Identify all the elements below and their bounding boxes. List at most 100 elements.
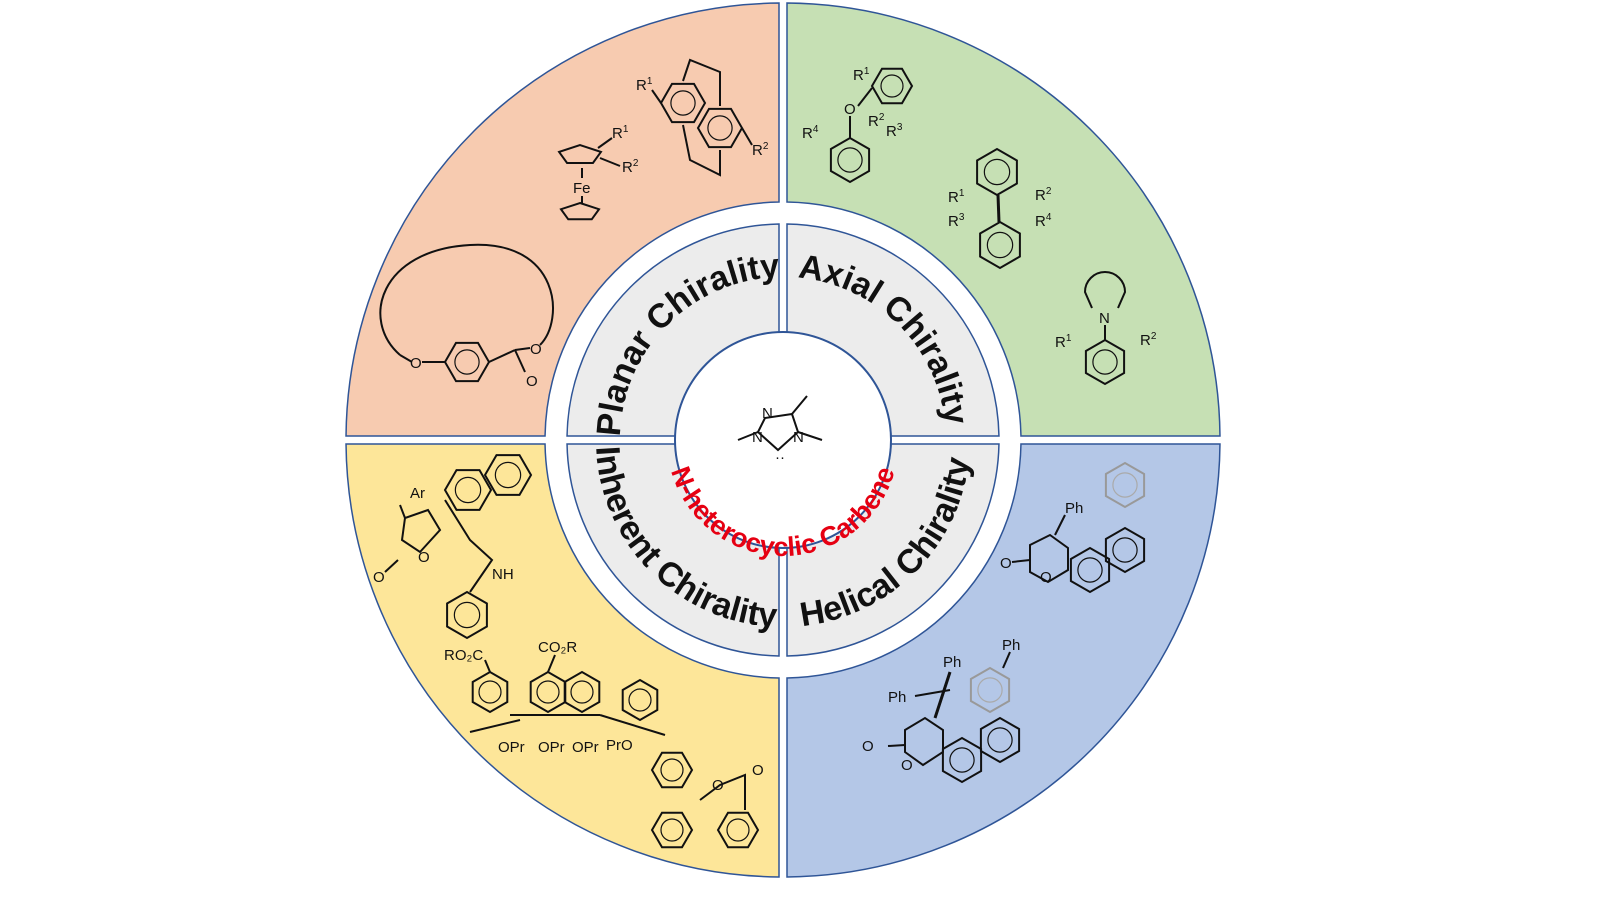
benzene-ring [471, 670, 509, 714]
aromatic-circle [536, 680, 560, 704]
carbene-lone-pair: ·· [775, 449, 785, 466]
aromatic-circle [570, 680, 594, 704]
bond [741, 127, 753, 146]
r4-label: R4 [1035, 212, 1052, 230]
r1-label: R1 [636, 76, 653, 94]
bond [857, 87, 873, 107]
o-label: O [530, 341, 542, 358]
fe-label: Fe [573, 180, 591, 197]
aromatic-circle [707, 115, 733, 141]
inherent-quadrant [345, 443, 780, 878]
aromatic-circle [454, 349, 480, 375]
o-label: O [1000, 555, 1012, 572]
bond [1054, 514, 1066, 536]
aromatic-circle [1112, 472, 1138, 498]
aromatic-circle [628, 688, 652, 712]
aromatic-circle [949, 747, 975, 773]
benzene-ring [716, 811, 760, 849]
pro-label: PrO [606, 737, 633, 754]
benzene-ring [446, 590, 488, 640]
helical-quadrant [786, 443, 1221, 878]
pyrrolidine-ring [1083, 271, 1127, 309]
r2-label: R2 [868, 112, 885, 130]
cyclopentadienyl-ring [559, 201, 601, 221]
butenolide-ring [400, 508, 442, 554]
bond [384, 559, 399, 573]
indole-core [444, 499, 494, 593]
benzene-ring [969, 666, 1011, 714]
aromatic-circle [880, 74, 904, 98]
aromatic-circle [453, 601, 481, 629]
bridge [682, 58, 721, 106]
bond [599, 714, 666, 736]
lactone-ring [699, 773, 746, 810]
aromatic-circle [1112, 537, 1138, 563]
cyclopentadienyl-ring [557, 144, 603, 165]
ro2c-label: RO₂C [444, 647, 483, 664]
aromatic-circle [1077, 557, 1103, 583]
ph-label: Ph [1065, 500, 1083, 517]
bond [914, 689, 951, 697]
opr-label: OPr [498, 739, 525, 756]
ph-label: Ph [943, 654, 961, 671]
r2-label: R2 [1140, 331, 1157, 349]
o-label: O [862, 738, 874, 755]
r3-label: R3 [886, 122, 903, 140]
bond [597, 137, 613, 149]
aromatic-circle [986, 231, 1014, 259]
structures [379, 58, 1146, 849]
opr-label: OPr [572, 739, 599, 756]
aromatic-circle [837, 147, 863, 173]
center-circle [674, 331, 892, 549]
benzene-ring [976, 147, 1018, 197]
o-label: O [752, 762, 764, 779]
aromatic-circle [726, 818, 750, 842]
aromatic-circle [660, 758, 684, 782]
r4-label: R4 [802, 124, 819, 142]
nh-label: NH [492, 566, 514, 583]
bond [514, 347, 531, 351]
o-label: O [373, 569, 385, 586]
macrocycle-chain [379, 243, 554, 356]
aromatic-circle [670, 90, 696, 116]
aromatic-circle [977, 677, 1003, 703]
bond [887, 744, 906, 747]
n-label: N [752, 429, 763, 446]
aromatic-circle [1092, 349, 1118, 375]
n-label: N [1099, 310, 1110, 327]
r2-label: R2 [752, 141, 769, 159]
r2-label: R2 [622, 158, 639, 176]
aromatic-circle [454, 476, 482, 504]
n-label: N [793, 429, 804, 446]
bond [791, 395, 808, 415]
axial-quadrant [786, 2, 1221, 437]
bond [737, 431, 759, 441]
aromatic-circle [987, 727, 1013, 753]
o-label: O [712, 777, 724, 794]
benzene-ring [621, 678, 659, 722]
benzene-ring [563, 670, 601, 714]
bond [514, 349, 526, 373]
bond [488, 349, 516, 363]
o-label: O [526, 373, 538, 390]
aromatic-circle [983, 158, 1011, 186]
planar-quadrant [345, 2, 780, 437]
bridge [682, 124, 721, 177]
o-label: O [901, 757, 913, 774]
ar-label: Ar [410, 485, 425, 502]
benzene-ring [870, 67, 914, 105]
benzene-ring [1104, 526, 1146, 574]
bond [1002, 651, 1011, 669]
ph-label: Ph [888, 689, 906, 706]
pyranone-ring [904, 716, 944, 767]
benzene-ring [979, 716, 1021, 764]
aromatic-circle [494, 461, 522, 489]
cyclohexane-ring [1069, 546, 1111, 594]
o-label: O [418, 549, 430, 566]
benzene-ring [1084, 338, 1126, 386]
n-label: N [762, 405, 773, 422]
bond [469, 719, 521, 733]
r2-label: R2 [1035, 186, 1052, 204]
benzene-ring [829, 136, 871, 184]
